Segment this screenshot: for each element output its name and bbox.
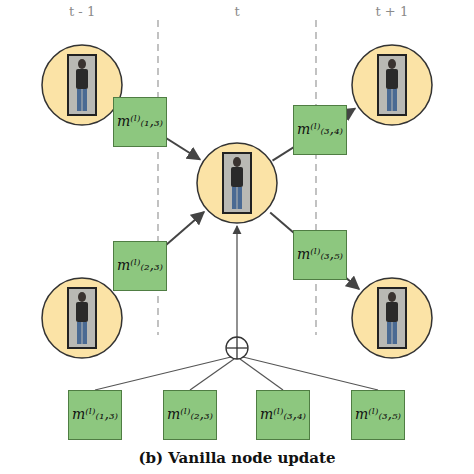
time-label: t + 1 bbox=[376, 4, 409, 19]
message-box: m⁽ˡ⁾₍₂,₃₎ bbox=[163, 390, 217, 440]
message-box: m⁽ˡ⁾₍₃,₄₎ bbox=[293, 105, 347, 155]
message-label: m⁽ˡ⁾₍₁,₃₎ bbox=[72, 407, 118, 422]
message-arrow bbox=[270, 213, 359, 290]
message-box: m⁽ˡ⁾₍₃,₅₎ bbox=[293, 230, 347, 280]
detection-node bbox=[42, 45, 122, 125]
message-label: m⁽ˡ⁾₍₂,₃₎ bbox=[167, 407, 213, 422]
figure-caption: (b) Vanilla node update bbox=[0, 449, 474, 467]
aggregate-wire bbox=[190, 359, 234, 390]
time-label: t - 1 bbox=[69, 4, 95, 19]
aggregate-wire bbox=[243, 357, 378, 390]
time-label: t bbox=[235, 4, 240, 19]
message-label: m⁽ˡ⁾₍₃,₄₎ bbox=[297, 122, 343, 137]
detection-node bbox=[352, 45, 432, 125]
time-divider bbox=[315, 20, 316, 335]
aggregate-wire bbox=[240, 359, 283, 390]
detection-node bbox=[352, 278, 432, 358]
aggregate-arrow bbox=[236, 226, 237, 337]
message-label: m⁽ˡ⁾₍₂,₃₎ bbox=[117, 258, 163, 273]
message-box: m⁽ˡ⁾₍₃,₅₎ bbox=[351, 390, 405, 440]
aggregate-wire bbox=[95, 357, 231, 390]
detection-node bbox=[197, 143, 277, 223]
message-label: m⁽ˡ⁾₍₃,₄₎ bbox=[260, 407, 306, 422]
message-arrow bbox=[114, 212, 204, 291]
message-box: m⁽ˡ⁾₍₁,₃₎ bbox=[113, 97, 167, 147]
message-box: m⁽ˡ⁾₍₁,₃₎ bbox=[68, 390, 122, 440]
sum-symbol bbox=[226, 337, 248, 359]
message-label: m⁽ˡ⁾₍₁,₃₎ bbox=[117, 114, 163, 129]
message-box: m⁽ˡ⁾₍₃,₄₎ bbox=[256, 390, 310, 440]
message-label: m⁽ˡ⁾₍₃,₅₎ bbox=[355, 407, 401, 422]
message-label: m⁽ˡ⁾₍₃,₅₎ bbox=[297, 247, 343, 262]
detection-node bbox=[42, 278, 122, 358]
message-box: m⁽ˡ⁾₍₂,₃₎ bbox=[113, 241, 167, 291]
